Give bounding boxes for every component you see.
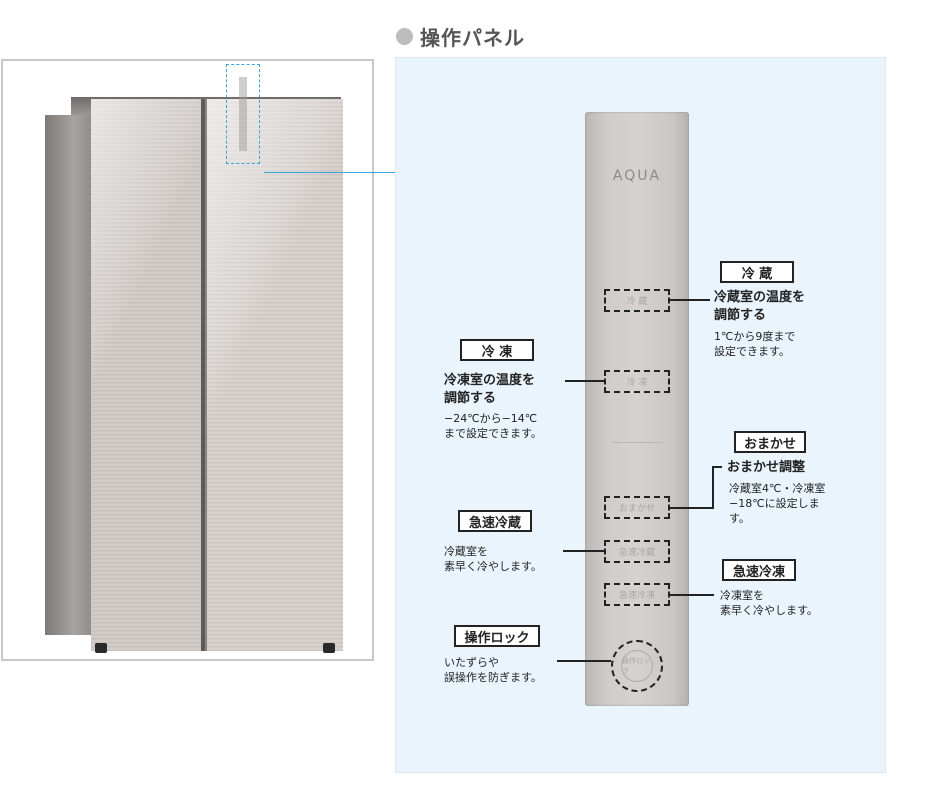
strip-divider [612,442,664,443]
section-header: 操作パネル [396,23,525,50]
kyusoku-reito-desc-line1: 冷凍室を [720,589,764,602]
fridge-right-door [205,99,343,651]
label-omakase-text: おまかせ [744,436,797,452]
door-gap [201,99,205,651]
omakase-button-label: おまかせ [618,504,655,514]
control-panel-strip [585,112,689,706]
reizo-button-label: 冷 蔵 [626,297,648,307]
bullet-icon [396,27,413,45]
fridge-foot [95,643,107,653]
reito-desc-line2: まで設定できます。 [444,427,542,440]
leader-line-reito [565,380,604,382]
fridge-foot [323,643,335,653]
reizo-desc-line1: 1℃から9度まで [714,330,796,343]
reizo-title-line1: 冷蔵室の温度を [714,290,806,305]
kyusoku-reizo-desc-line1: 冷蔵室を [444,545,488,558]
reizo-desc-line2: 設定できます。 [714,345,790,358]
lock-desc-line1: いたずらや [444,656,499,669]
label-reito: 冷 凍 [460,339,534,361]
fridge-left-door [91,99,203,651]
leader-line-omakase-top [712,466,722,468]
leader-line-kyusoku-reito [670,594,714,596]
reito-desc-line1: −24℃から−14℃ [444,412,538,425]
label-reizo: 冷 蔵 [720,261,794,283]
label-kyusoku-reito-text: 急速冷凍 [732,564,785,580]
label-omakase: おまかせ [734,431,806,453]
omakase-title: おまかせ調整 [727,460,806,475]
reizo-title-line2: 調節する [714,308,767,323]
kyusoku-reizo-button-label: 急速冷蔵 [618,548,655,558]
panel-location-highlight [226,64,260,164]
label-reito-text: 冷 凍 [481,344,513,360]
connector-line [264,172,396,173]
section-title: 操作パネル [420,25,525,50]
reito-button[interactable]: 冷 凍 [604,370,670,393]
fridge-side [45,115,93,635]
lock-button[interactable]: 操作ロック [611,640,663,692]
reito-title-line2: 調節する [444,391,497,406]
reito-button-label: 冷 凍 [626,378,648,388]
label-kyusoku-reizo-text: 急速冷蔵 [468,515,521,531]
omakase-desc-line1: 冷蔵室4℃・冷凍室 [729,482,826,495]
reizo-button[interactable]: 冷 蔵 [604,289,670,312]
kyusoku-reizo-desc-line2: 素早く冷やします。 [444,560,542,573]
kyusoku-reito-button-label: 急速冷凍 [618,591,655,601]
kyusoku-reizo-button[interactable]: 急速冷蔵 [604,540,670,563]
leader-line-reizo [670,299,710,301]
kyusoku-reito-desc-line2: 素早く冷やします。 [720,604,818,617]
product-image-frame [1,59,374,661]
lock-button-label: 操作ロック [622,657,650,675]
leader-line-omakase-vertical [712,466,714,509]
brand-logo: AQUA [612,168,662,184]
label-kyusoku-reizo: 急速冷蔵 [458,510,532,532]
omakase-desc-line3: す。 [729,512,750,525]
reito-title-line1: 冷凍室の温度を [444,373,536,388]
lock-button-face: 操作ロック [621,650,653,682]
label-lock: 操作ロック [454,625,540,647]
label-lock-text: 操作ロック [464,630,530,646]
leader-line-omakase [670,507,714,509]
kyusoku-reito-button[interactable]: 急速冷凍 [604,583,670,606]
leader-line-lock [557,660,611,662]
refrigerator-image [45,97,343,653]
omakase-button[interactable]: おまかせ [604,496,670,519]
label-kyusoku-reito: 急速冷凍 [722,559,796,581]
leader-line-kyusoku-reizo [563,550,604,552]
omakase-desc-line2: −18℃に設定しま [729,497,820,510]
label-reizo-text: 冷 蔵 [741,266,773,282]
lock-desc-line2: 誤操作を防ぎます。 [444,671,542,684]
